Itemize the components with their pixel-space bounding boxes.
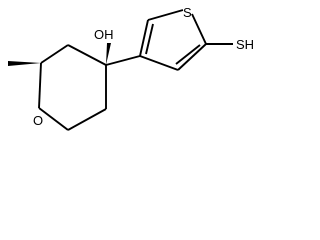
bond-c2t-s <box>147 9 184 21</box>
bond-o1-c6 <box>38 107 69 131</box>
bond-c3t-c2t-inner <box>145 23 154 55</box>
bond-c5t-c4t <box>177 43 207 71</box>
bond-c4t-c3t <box>139 55 179 71</box>
bond-s-c5t <box>191 13 207 45</box>
bond-c5t-c4t-inner <box>175 44 201 65</box>
bond-c4-c3 <box>67 44 107 66</box>
tetrahydropyran-ring <box>38 44 107 131</box>
thiophene-ring <box>139 9 207 71</box>
thiol-label: SH <box>236 37 254 52</box>
hydroxyl-wedge-bond <box>106 43 111 65</box>
bond-c3t-c2t <box>139 19 149 57</box>
bond-c2-o1 <box>38 62 42 109</box>
bond-c4-thiophene <box>105 55 141 66</box>
hydroxyl-label: OH <box>94 27 114 42</box>
ring-oxygen-label: O <box>33 113 43 128</box>
thiophene-sulfur-label: S <box>183 5 192 20</box>
bond-c3-c2 <box>40 44 69 64</box>
bond-c6-c5 <box>67 108 107 131</box>
molecule-structure-diagram: OH O S SH <box>8 5 254 131</box>
methyl-wedge-bond <box>8 61 41 66</box>
